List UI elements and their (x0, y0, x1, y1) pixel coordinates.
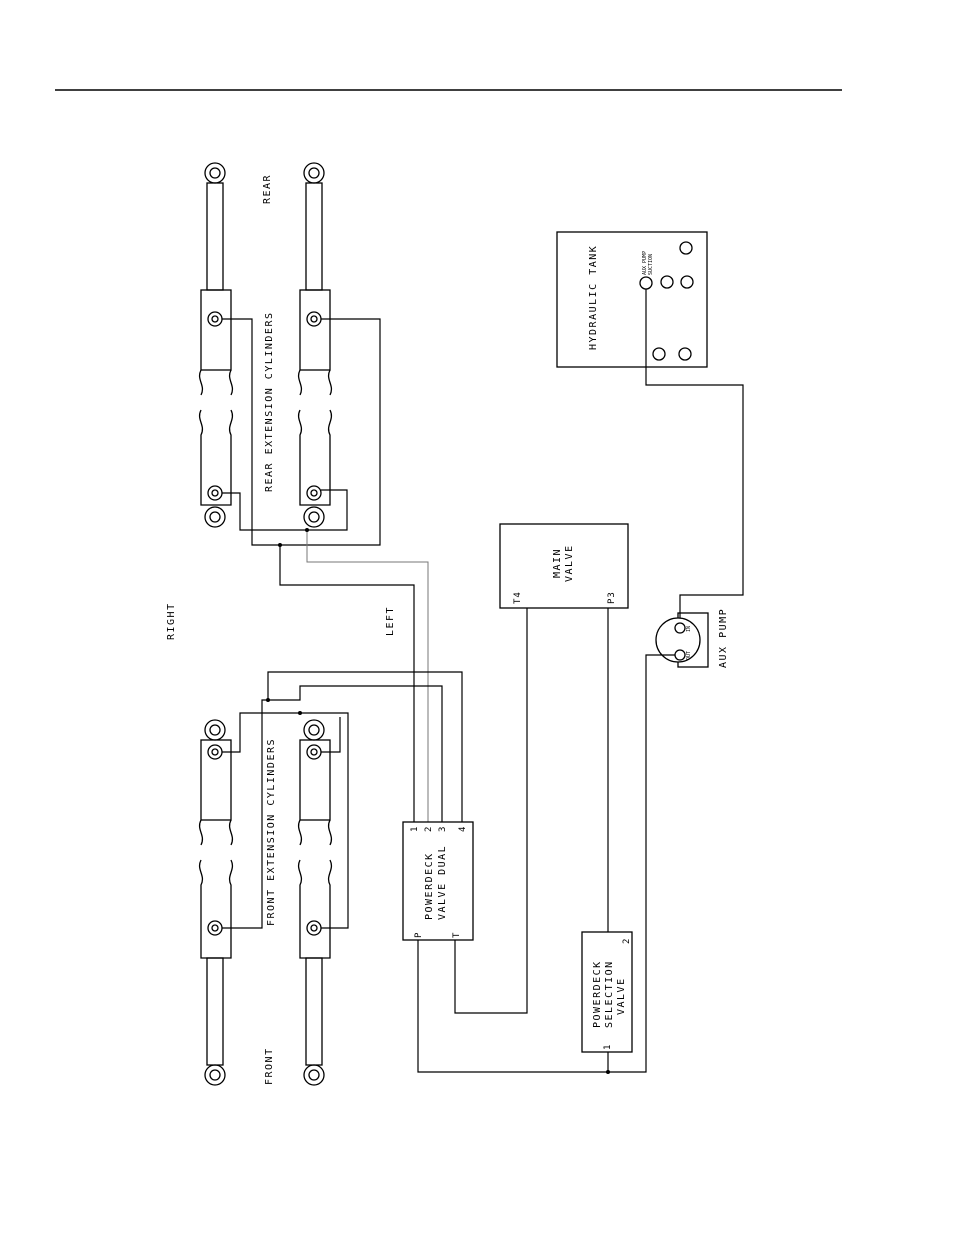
powerdeck-dual-port-t: T (452, 932, 462, 938)
powerdeck-dual-port-2: 2 (424, 826, 434, 832)
selection-valve-port-1: 1 (603, 1044, 613, 1050)
selection-valve-port-2: 2 (622, 938, 632, 944)
front-cylinder-left (299, 720, 332, 1085)
powerdeck-dual-port-3: 3 (438, 826, 448, 832)
powerdeck-dual-port-4: 4 (458, 826, 468, 832)
powerdeck-dual-port-p: P (414, 932, 424, 938)
front-cylinder-right (200, 720, 233, 1085)
main-valve: MAIN VALVE T4 P3 (500, 524, 628, 608)
selection-valve-line3: VALVE (616, 977, 627, 1015)
powerdeck-dual-port-1: 1 (410, 826, 420, 832)
main-valve-line1: MAIN (552, 548, 563, 578)
aux-pump-suction-label-2: SUCTION (648, 254, 654, 275)
aux-pump-in-label: IN (686, 626, 692, 632)
rear-label: REAR (262, 174, 273, 204)
selection-valve-line1: POWERDECK (592, 960, 603, 1028)
main-valve-line2: VALVE (564, 544, 575, 582)
powerdeck-dual-line1: POWERDECK (424, 852, 435, 920)
rear-hoses (222, 319, 428, 822)
powerdeck-dual-line2: VALVE DUAL (437, 845, 448, 920)
aux-pump: IN OUT AUX PUMP (656, 608, 729, 668)
powerdeck-valve-dual: POWERDECK VALVE DUAL P T 1 2 3 4 (403, 822, 473, 940)
aux-pump-title: AUX PUMP (718, 608, 729, 668)
rear-cylinder-right (200, 163, 233, 527)
hydraulic-tank-title: HYDRAULIC TANK (588, 245, 599, 350)
right-label: RIGHT (166, 602, 177, 640)
aux-pump-out-label: OUT (686, 651, 692, 660)
main-valve-port-t4: T4 (513, 591, 523, 604)
rear-cylinder-left (299, 163, 332, 527)
front-label: FRONT (264, 1047, 275, 1085)
hydraulic-tank: HYDRAULIC TANK AUX PUMP SUCTION (557, 232, 707, 367)
valve-lines (418, 608, 675, 1074)
main-valve-port-p3: P3 (607, 591, 617, 604)
suction-line (646, 289, 743, 628)
left-label: LEFT (385, 606, 396, 636)
selection-valve-line2: SELECTION (604, 960, 615, 1028)
rear-extension-cylinders-label: REAR EXTENSION CYLINDERS (264, 312, 275, 493)
front-extension-cylinders-label: FRONT EXTENSION CYLINDERS (266, 738, 277, 926)
powerdeck-selection-valve: POWERDECK SELECTION VALVE 1 2 (582, 932, 632, 1052)
